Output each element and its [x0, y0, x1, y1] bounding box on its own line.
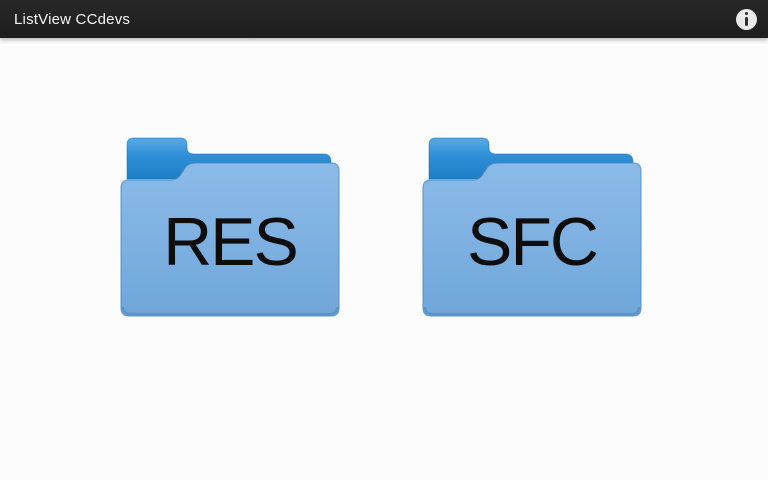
- folder-item-res[interactable]: RES: [120, 135, 340, 318]
- folder-icon: [120, 135, 340, 318]
- info-icon: [735, 8, 757, 30]
- info-icon-stem: [744, 17, 748, 26]
- folder-item-sfc[interactable]: SFC: [422, 135, 642, 318]
- info-icon-dot: [744, 12, 748, 16]
- folder-icon: [422, 135, 642, 318]
- folder-grid: RES SFC: [0, 38, 768, 480]
- app-title: ListView CCdevs: [14, 10, 131, 28]
- action-bar: ListView CCdevs: [0, 0, 768, 38]
- info-button[interactable]: [724, 0, 768, 38]
